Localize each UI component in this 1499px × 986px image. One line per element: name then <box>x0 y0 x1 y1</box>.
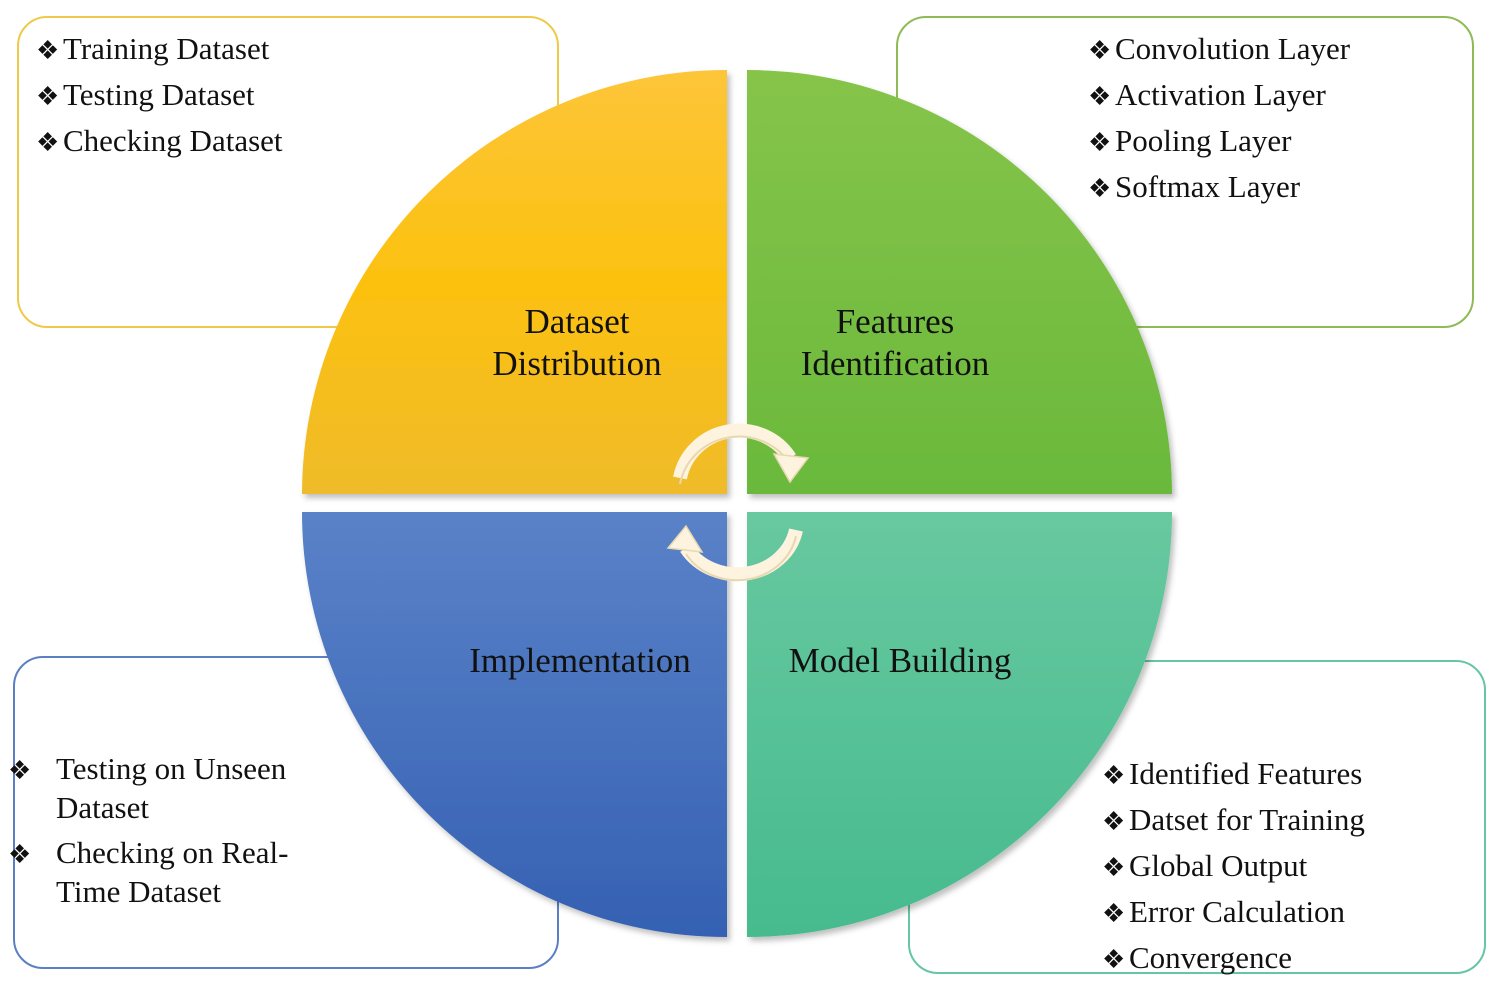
list-item: ❖Training Dataset <box>36 27 283 73</box>
list-item: ❖Activation Layer <box>1088 73 1350 119</box>
label-line: Features <box>835 302 955 341</box>
list-item-text: Activation Layer <box>1115 77 1326 112</box>
diamond-bullet-icon: ❖ <box>1102 899 1126 928</box>
diamond-bullet-icon: ❖ <box>1088 82 1112 111</box>
list-item-text: Identified Features <box>1129 756 1363 791</box>
diamond-bullet-icon: ❖ <box>1102 761 1126 790</box>
label-model-building: Model Building <box>788 641 1012 680</box>
diamond-bullet-icon: ❖ <box>36 82 60 111</box>
diamond-bullet-icon: ❖ <box>36 36 60 65</box>
diamond-bullet-icon: ❖ <box>8 840 32 869</box>
list-item-text: Convolution Layer <box>1115 31 1351 66</box>
list-item-text: Convergence <box>1129 940 1292 975</box>
list-item-text: Training Dataset <box>63 31 270 66</box>
list-item: ❖Global Output <box>1102 844 1365 890</box>
list-item: ❖Convolution Layer <box>1088 27 1350 73</box>
quadrant-features-identification <box>747 70 1172 494</box>
list-item: ❖Pooling Layer <box>1088 119 1350 165</box>
quadrant-model-building <box>747 512 1172 937</box>
diamond-bullet-icon: ❖ <box>8 756 32 785</box>
diamond-bullet-icon: ❖ <box>1102 807 1126 836</box>
diamond-bullet-icon: ❖ <box>1102 945 1126 974</box>
list-item-text: Testing on Unseen Dataset <box>56 751 287 825</box>
label-implementation: Implementation <box>469 641 691 680</box>
list-item-text: Checking Dataset <box>63 123 283 158</box>
list-item: ❖Convergence <box>1102 936 1365 982</box>
label-dataset-distribution: Dataset Distribution <box>470 301 684 385</box>
list-implementation: ❖ Testing on Unseen Dataset ❖ Checking on … <box>8 750 332 918</box>
label-line: Distribution <box>492 344 662 383</box>
list-item: ❖Identified Features <box>1102 752 1365 798</box>
diamond-bullet-icon: ❖ <box>1102 853 1126 882</box>
list-item: ❖Datset for Training <box>1102 798 1365 844</box>
list-item-text: Datset for Training <box>1129 802 1365 837</box>
list-item-text: Error Calculation <box>1129 894 1346 929</box>
list-item: ❖Checking Dataset <box>36 119 283 165</box>
list-item: ❖Softmax Layer <box>1088 165 1350 211</box>
list-item-text: Global Output <box>1129 848 1308 883</box>
diamond-bullet-icon: ❖ <box>1088 36 1112 65</box>
list-item: ❖Error Calculation <box>1102 890 1365 936</box>
label-features-identification: Features Identification <box>770 301 1020 385</box>
list-item-text: Testing Dataset <box>63 77 255 112</box>
quadrant-implementation <box>302 512 727 937</box>
list-item: ❖ Checking on Real-Time Dataset <box>8 834 332 910</box>
list-item: ❖ Testing on Unseen Dataset <box>8 750 332 826</box>
diamond-bullet-icon: ❖ <box>1088 174 1112 203</box>
label-line: Identification <box>800 344 990 383</box>
list-item-text: Pooling Layer <box>1115 123 1292 158</box>
diamond-bullet-icon: ❖ <box>36 128 60 157</box>
list-item: ❖Testing Dataset <box>36 73 283 119</box>
list-model-building: ❖Identified Features ❖Datset for Trainin… <box>1102 752 1365 982</box>
label-line: Dataset <box>524 302 630 341</box>
quadrant-dataset-distribution <box>302 70 727 494</box>
list-item-text: Softmax Layer <box>1115 169 1301 204</box>
list-features-identification: ❖Convolution Layer ❖Activation Layer ❖Po… <box>1088 27 1350 211</box>
cycle-arrow-bottom-icon <box>666 524 803 582</box>
diamond-bullet-icon: ❖ <box>1088 128 1112 157</box>
cycle-arrow-top-icon <box>673 423 810 485</box>
list-dataset-distribution: ❖Training Dataset ❖Testing Dataset ❖Chec… <box>36 27 283 165</box>
list-item-text: Checking on Real-Time Dataset <box>56 835 289 909</box>
